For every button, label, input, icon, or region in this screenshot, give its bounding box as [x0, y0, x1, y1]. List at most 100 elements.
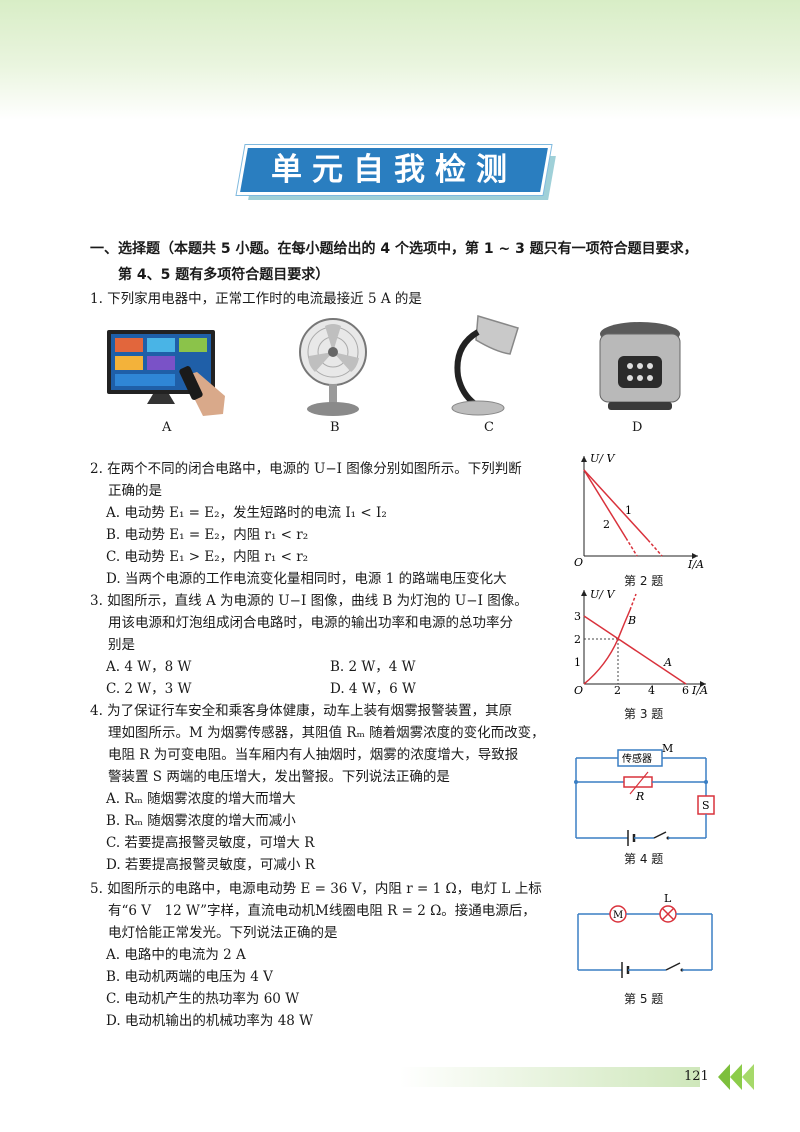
q3-stem-line3: 别是: [108, 637, 135, 653]
q4-stem-line3: 电阻 R 为可变电阻。当车厢内有人抽烟时，烟雾的浓度增大，导致报: [108, 747, 519, 763]
q4-node: [574, 780, 578, 784]
q2-x-arrow: [692, 553, 698, 559]
q5-option-a: A. 电路中的电流为 2 A: [106, 947, 246, 963]
arrow-chevron: [718, 1064, 730, 1090]
q4-sensor-label: 传感器: [622, 752, 652, 765]
q3-option-b: B. 2 W，4 W: [330, 659, 416, 675]
q2-label-1: 1: [625, 504, 632, 517]
fan-image: [299, 318, 367, 416]
tv-image: [107, 330, 225, 416]
q3-ytick-2: 2: [574, 633, 581, 646]
footer-bar: [400, 1067, 700, 1087]
q3-line-a: [583, 615, 687, 685]
q3-y-label: U/ V: [590, 588, 615, 601]
q3-label-b: B: [627, 614, 636, 627]
q3-figure-caption: 第 3 题: [624, 707, 664, 721]
page-arrows-icon: [718, 1064, 754, 1090]
q2-stem-line1: 2. 在两个不同的闭合电路中，电源的 U−I 图像分别如图所示。下列判断: [90, 461, 522, 477]
q5-stem-line1: 5. 如图所示的电路中，电源电动势 E = 36 V，内阻 r = 1 Ω，电灯…: [90, 881, 542, 897]
fan-pole: [329, 384, 337, 404]
q3-ytick-3: 3: [574, 610, 581, 623]
rice-cooker-image: [599, 322, 681, 410]
q4-sensor-box: [617, 749, 663, 767]
q3-xtick-6: 6: [682, 684, 689, 697]
q2-stem-line2: 正确的是: [108, 483, 162, 499]
q4-label-r: R: [635, 790, 644, 803]
q2-figure-caption: 第 2 题: [624, 574, 664, 588]
q2-y-label: U/ V: [590, 452, 615, 465]
fan-base: [307, 402, 359, 416]
q3-stem-line1: 3. 如图所示，直线 A 为电源的 U−I 图像，曲线 B 为灯泡的 U−I 图…: [90, 593, 528, 609]
q5-circuit: M L: [577, 892, 713, 978]
q3-xtick-2: 2: [614, 684, 621, 697]
q1-stem: 1. 下列家用电器中，正常工作时的电流最接近 5 A 的是: [90, 291, 422, 307]
q3-curve-b: [583, 609, 631, 685]
q4-resistor-r: [623, 776, 653, 788]
q4-label-m: M: [662, 742, 673, 755]
tv-tile: [115, 356, 143, 370]
q4-option-a: A. Rₘ 随烟雾浓度的增大而增大: [106, 791, 296, 807]
q4-figure-caption: 第 4 题: [624, 852, 664, 866]
q5-option-d: D. 电动机输出的机械功率为 48 W: [106, 1013, 314, 1029]
q2-line-1-ext: [647, 539, 663, 557]
q3-origin: O: [574, 684, 583, 697]
fan-hub: [328, 347, 338, 357]
q3-ytick-1: 1: [574, 656, 581, 669]
lamp-neck: [454, 329, 480, 409]
q2-line-2-ext: [625, 537, 638, 557]
q5-option-b: B. 电动机两端的电压为 4 V: [106, 969, 273, 985]
q5-lamp-cross: [661, 907, 675, 921]
unit-title-banner: 单元自我检测: [240, 148, 562, 202]
q3-option-a: A. 4 W，8 W: [106, 659, 192, 675]
q5-stem-line2: 有“6 V 12 W”字样，直流电动机M线圈电阻 R = 2 Ω。接通电源后，: [108, 903, 536, 919]
section-heading: 一、选择题（本题共 5 小题。在每小题给出的 4 个选项中，第 1 ~ 3 题只…: [90, 236, 710, 288]
q1-caption-a: A: [162, 420, 172, 435]
q2-option-a: A. 电动势 E₁ = E₂，发生短路时的电流 I₁ < I₂: [106, 505, 387, 521]
q4-stem-line4: 警装置 S 两端的电压增大，发出警报。下列说法正确的是: [108, 769, 450, 785]
q5-option-c: C. 电动机产生的热功率为 60 W: [106, 991, 300, 1007]
remote-control-icon: [179, 366, 203, 400]
q2-option-c: C. 电动势 E₁ > E₂，内阻 r₁ < r₂: [106, 549, 309, 565]
tv-tile: [115, 338, 143, 352]
section-heading-line1: 一、选择题（本题共 5 小题。在每小题给出的 4 个选项中，第 1 ~ 3 题只…: [90, 241, 698, 257]
q1-caption-d: D: [632, 420, 643, 435]
q4-switch: [653, 831, 667, 839]
q3-option-d: D. 4 W，6 W: [330, 681, 416, 697]
q2-label-2: 2: [603, 518, 610, 531]
arrow-chevron: [730, 1064, 742, 1090]
q2-option-b: B. 电动势 E₁ = E₂，内阻 r₁ < r₂: [106, 527, 309, 543]
tv-tile: [179, 338, 207, 352]
q2-option-d: D. 当两个电源的工作电流变化量相同时，电源 1 的路端电压变化大: [106, 571, 507, 587]
top-decor-band: [0, 0, 800, 120]
q4-option-c: C. 若要提高报警灵敏度，可增大 R: [106, 835, 315, 851]
tv-tile: [115, 374, 175, 386]
q5-switch: [665, 962, 681, 971]
tv-stand: [147, 394, 175, 404]
cooker-button: [627, 375, 633, 381]
q3-curve-b-ext: [629, 593, 637, 611]
q5-lamp-label: L: [664, 892, 672, 905]
q4-stem-line2: 理如图所示。M 为烟雾传感器，其阻值 Rₘ 随着烟雾浓度的变化而改变，: [108, 725, 545, 741]
q5-figure-caption: 第 5 题: [624, 992, 664, 1006]
lamp-shade: [475, 315, 519, 355]
q3-label-a: A: [663, 656, 672, 669]
q4-circuit: 传感器 M R S: [574, 742, 715, 846]
q2-y-arrow: [581, 456, 587, 462]
unit-title: 单元自我检测: [271, 152, 517, 188]
page-number: 121: [684, 1069, 709, 1084]
q5-motor-label: M: [613, 910, 623, 921]
q3-stem-line2: 用该电源和灯泡组成闭合电路时，电源的输出功率和电源的总功率分: [108, 615, 513, 631]
q2-line-2: [583, 469, 627, 539]
lamp-base: [451, 400, 505, 416]
q4-node: [704, 780, 708, 784]
desk-lamp-image: [451, 315, 519, 416]
q4-option-d: D. 若要提高报警灵敏度，可减小 R: [106, 857, 315, 873]
q3-graph: U/ V I/A O 3 2 1 2 4 6 B A: [574, 588, 708, 697]
q2-origin: O: [574, 556, 583, 569]
q2-line-1: [583, 469, 649, 541]
cooker-button: [637, 375, 643, 381]
cooker-foot: [608, 402, 672, 410]
cooker-button: [647, 375, 653, 381]
q4-label-s: S: [702, 799, 710, 812]
q4-stem-line1: 4. 为了保证行车安全和乘客身体健康，动车上装有烟雾报警装置，其原: [90, 703, 513, 719]
